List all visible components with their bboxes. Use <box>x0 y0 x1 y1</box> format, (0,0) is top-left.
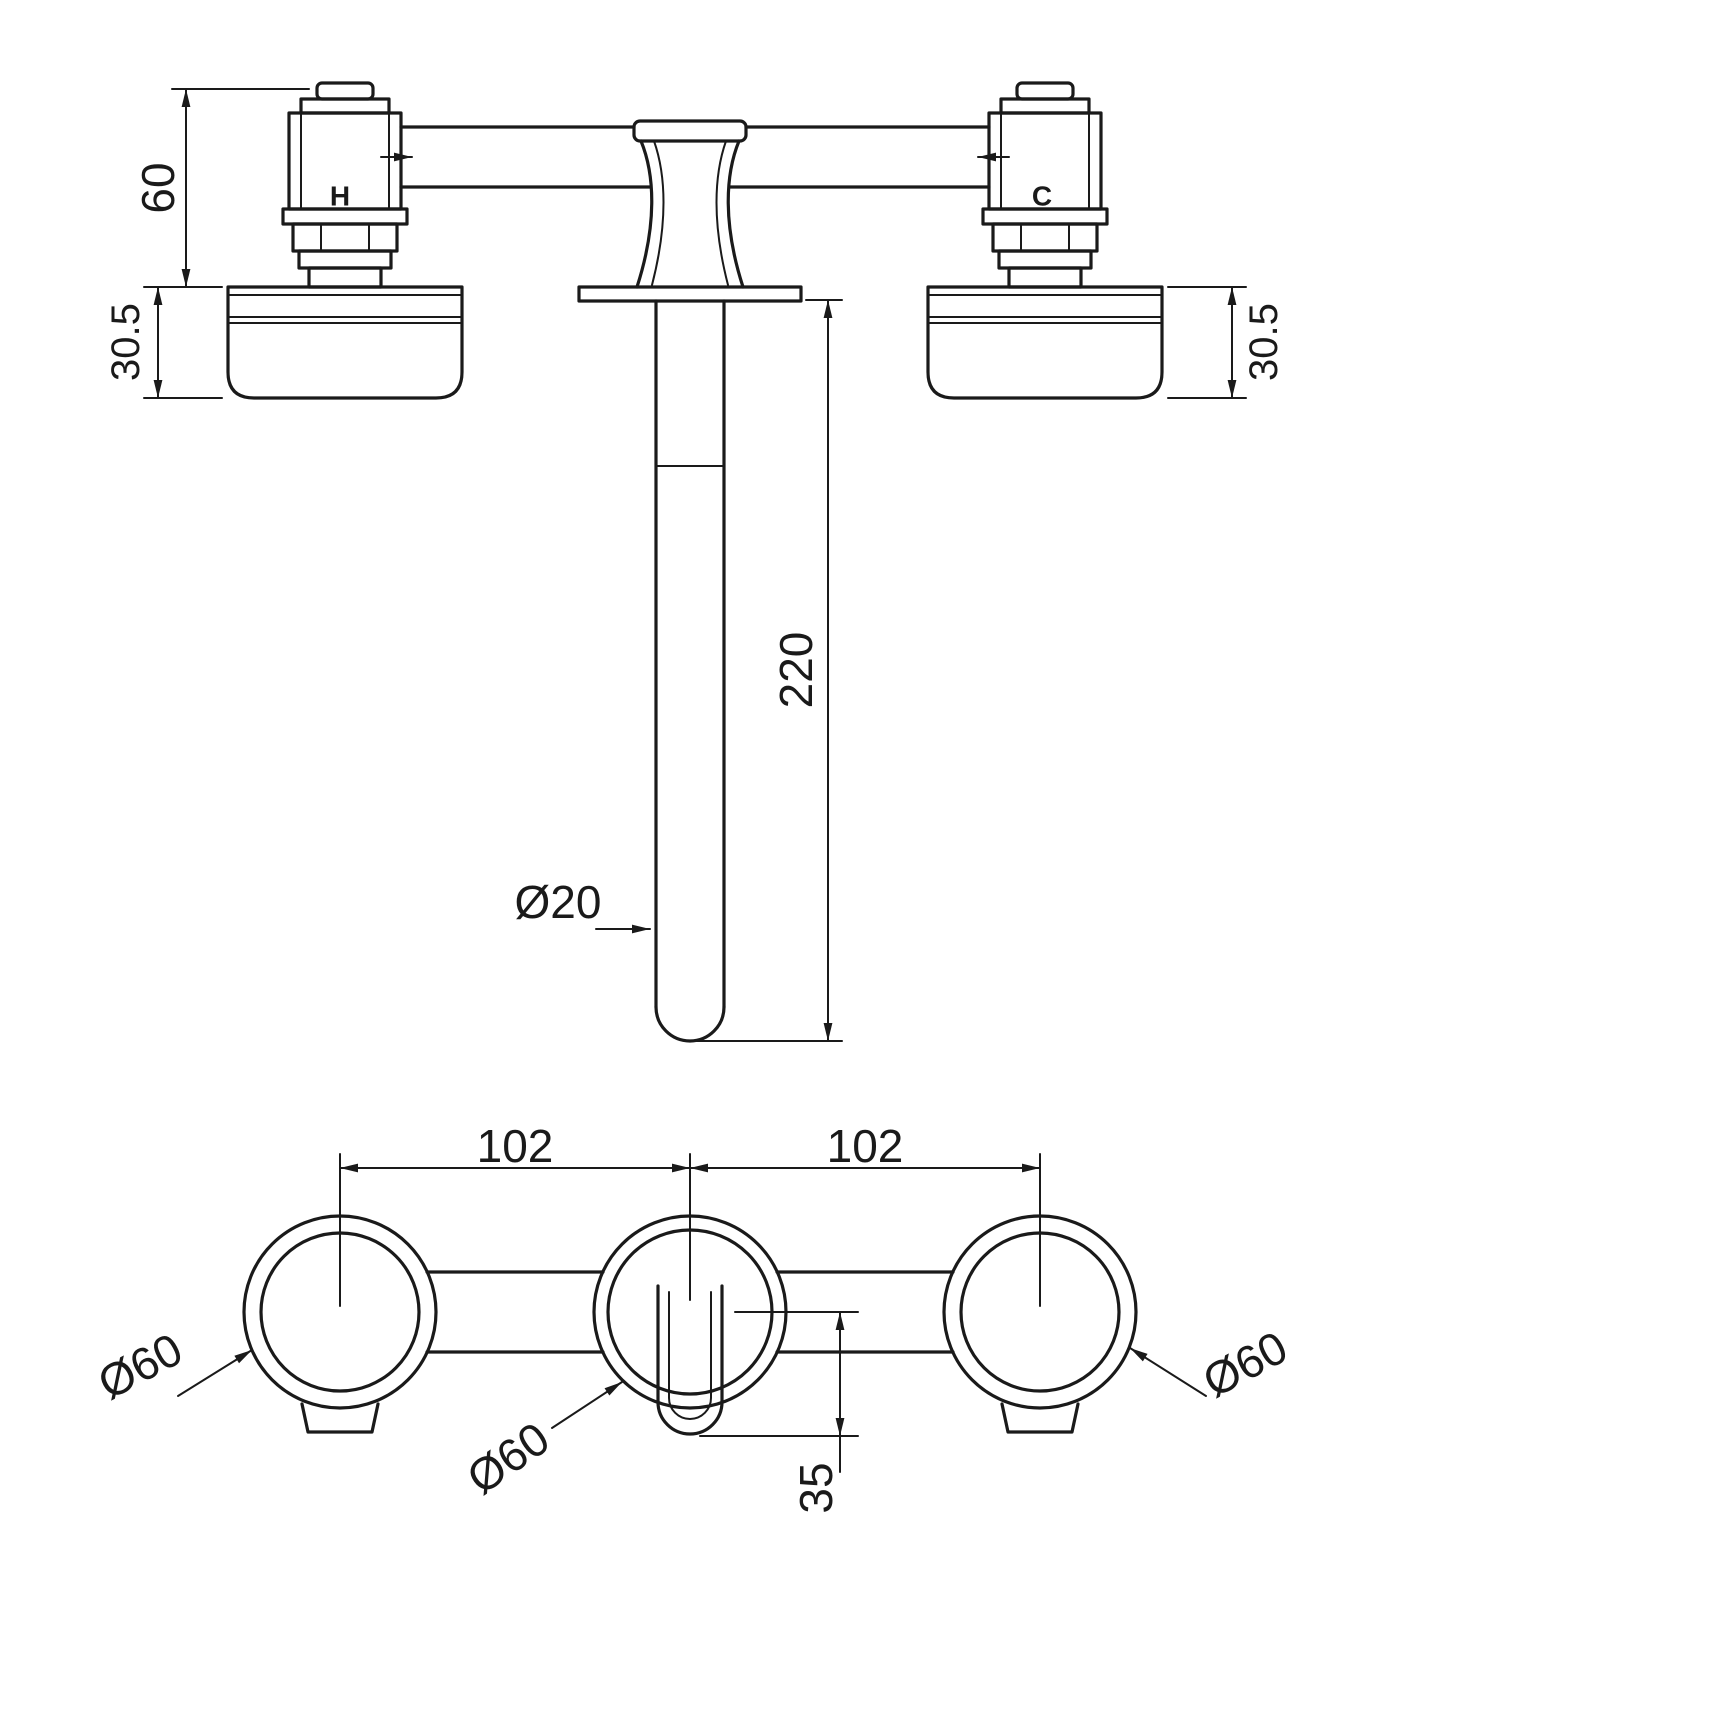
dim-label-flange-left: 30.5 <box>104 303 148 381</box>
spout-body-contour <box>651 140 665 286</box>
spout-tube-tip <box>654 1005 726 1043</box>
side-view: H C <box>104 81 1286 1043</box>
side-view-dimensions: 60 30.5 30.5 220 Ø20 <box>104 88 1286 1042</box>
dim-label-pitch-right: 102 <box>827 1120 904 1172</box>
spout-front-inner-outline <box>668 1291 712 1420</box>
wall-flange-plate <box>577 285 803 303</box>
cold-ring <box>997 249 1093 270</box>
cold-neck <box>1007 266 1083 289</box>
spout-front-outline <box>656 1284 724 1436</box>
cold-hex-nut <box>991 222 1099 253</box>
dim-label-dia-center: Ø60 <box>457 1412 558 1504</box>
dim-label-pitch-left: 102 <box>477 1120 554 1172</box>
supply-pipes <box>380 125 1010 189</box>
cold-port-label: C <box>1032 181 1052 212</box>
leader-arrow <box>1129 1347 1207 1397</box>
hot-neck <box>307 266 383 289</box>
spout-assembly <box>577 119 803 1043</box>
dim-label-dia-left: Ø60 <box>89 1323 190 1410</box>
hot-valve: H <box>226 81 464 400</box>
cold-escutcheon <box>926 285 1164 400</box>
dim-label-spout-length: 220 <box>770 632 822 709</box>
spout-body-contour <box>715 140 729 286</box>
hot-escutcheon <box>226 285 464 400</box>
spout-top-cap <box>632 119 748 143</box>
hot-hex-nut <box>291 222 399 253</box>
hot-ring <box>297 249 393 270</box>
hot-cartridge-tab <box>315 81 375 101</box>
cold-handle-base <box>1000 1402 1080 1434</box>
dim-label-valve-height: 60 <box>132 162 184 213</box>
front-view: 102 102 35 Ø60 Ø60 Ø60 <box>89 1120 1295 1514</box>
cold-cartridge-tab <box>1015 81 1075 101</box>
spout-body-side <box>726 139 745 289</box>
hot-handle-base <box>300 1402 380 1434</box>
spout-body-side <box>635 139 654 289</box>
leader-arrow <box>177 1349 253 1397</box>
hot-port-label: H <box>330 181 350 212</box>
dim-label-spout-diameter: Ø20 <box>515 876 602 928</box>
dim-label-dia-right: Ø60 <box>1194 1321 1295 1408</box>
dim-label-flange-right: 30.5 <box>1242 303 1286 381</box>
cold-valve: C <box>926 81 1164 400</box>
front-view-dimensions: 102 102 35 Ø60 Ø60 Ø60 <box>89 1120 1295 1514</box>
dim-label-spout-offset: 35 <box>790 1462 842 1513</box>
cold-cartridge-cap <box>999 97 1091 115</box>
hot-cartridge-cap <box>299 97 391 115</box>
wall-bar <box>425 1270 955 1354</box>
leader-arrow <box>551 1381 623 1429</box>
